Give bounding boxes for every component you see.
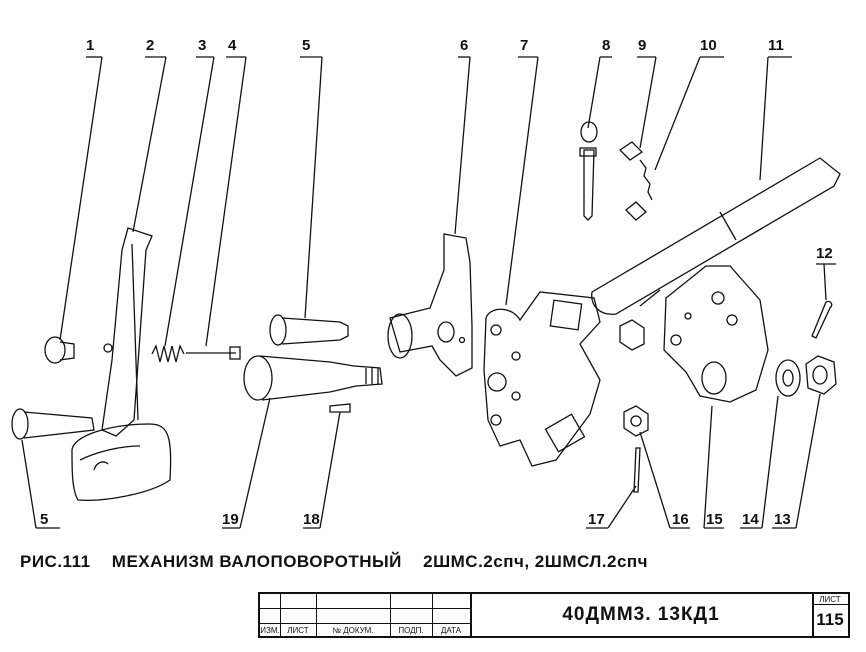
callout-5-bottom: 5 [40, 511, 48, 528]
part-nut-large [805, 355, 837, 395]
part-nut-housing [619, 289, 661, 351]
callout-8: 8 [602, 37, 610, 54]
part-pin [579, 121, 598, 221]
part-shaft [243, 355, 383, 401]
header-date: ДАТА [440, 626, 462, 635]
part-bracket [387, 233, 473, 377]
callout-5-top: 5 [302, 37, 310, 54]
header-izm: ИЗМ. [260, 626, 280, 635]
sheet-number: 115 [816, 610, 844, 629]
callout-4: 4 [228, 37, 237, 54]
document-code: 40ДММ3. 13КД1 [470, 594, 814, 636]
callout-14: 14 [742, 511, 759, 528]
part-washer [775, 359, 801, 397]
part-nut-small [623, 405, 649, 437]
part-small-cotter [633, 447, 641, 493]
callout-10: 10 [700, 37, 717, 54]
callout-17: 17 [588, 511, 605, 528]
part-key [329, 403, 351, 413]
revision-grid: ИЗМ. ЛИСТ № ДОКУМ. ПОДП. ДАТА [260, 594, 472, 636]
callout-1: 1 [86, 37, 94, 54]
part-handle-bar [591, 157, 841, 315]
part-lever [71, 227, 172, 501]
callout-7: 7 [520, 37, 528, 54]
sheet-label: ЛИСТ [812, 595, 848, 605]
header-doc: № ДОКУМ. [332, 626, 374, 635]
part-flange [663, 265, 769, 403]
part-cotter-pin [811, 300, 833, 339]
part-bolt-upper [269, 314, 349, 346]
figure-models: 2ШМС.2спч, 2ШМСЛ.2спч [423, 552, 649, 571]
title-block: ИЗМ. ЛИСТ № ДОКУМ. ПОДП. ДАТА 40ДММ3. 13… [258, 592, 850, 638]
callout-13: 13 [774, 511, 791, 528]
callout-12: 12 [816, 245, 833, 262]
part-knob [44, 336, 75, 364]
callout-16: 16 [672, 511, 689, 528]
figure-caption: РИС.111 МЕХАНИЗМ ВАЛОПОВОРОТНЫЙ 2ШМС.2сп… [20, 552, 664, 572]
header-sign: ПОДП. [398, 626, 424, 635]
part-spring [151, 344, 185, 363]
part-chain [618, 141, 653, 221]
sheet-box: ЛИСТ 115 [812, 594, 848, 636]
header-list: ЛИСТ [287, 626, 309, 635]
leader-lines [21, 56, 836, 529]
callout-3: 3 [198, 37, 206, 54]
figure-title: МЕХАНИЗМ ВАЛОПОВОРОТНЫЙ [111, 552, 402, 571]
callout-18: 18 [303, 511, 320, 528]
callout-11: 11 [768, 37, 784, 54]
callout-2: 2 [146, 37, 154, 54]
part-bolt-lower [11, 408, 95, 440]
callout-15: 15 [706, 511, 723, 528]
callout-19: 19 [222, 511, 239, 528]
part-housing [483, 291, 601, 467]
part-rod [186, 346, 241, 360]
callout-9: 9 [638, 37, 646, 54]
figure-number: РИС.111 [20, 552, 91, 571]
callout-6: 6 [460, 37, 468, 54]
